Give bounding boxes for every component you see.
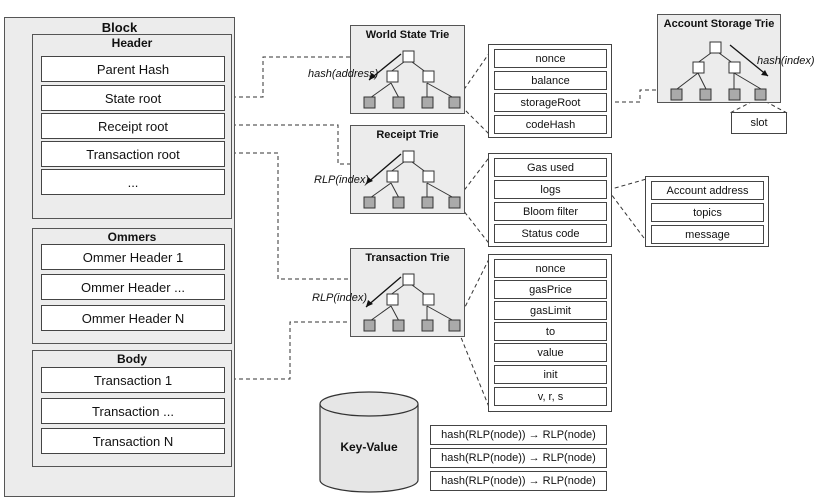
receipt-bloom-filter: Bloom filter: [494, 202, 607, 221]
transaction-root-connector: [225, 152, 400, 280]
log-message: message: [651, 225, 764, 244]
header-title: Header: [111, 36, 153, 50]
ommers-section: Ommers Ommer Header 1 Ommer Header ... O…: [32, 228, 232, 344]
kv-row-3: hash(RLP(node)) → RLP(node): [430, 471, 607, 491]
ommer-header-more: Ommer Header ...: [41, 274, 225, 300]
parent-hash-field: Parent Hash: [41, 56, 225, 82]
state-root-field: State root: [41, 85, 225, 111]
receipt-key-label: RLP(index): [314, 174, 370, 186]
transaction-tree-icon: [363, 273, 461, 332]
ommer-header-n: Ommer Header N: [41, 305, 225, 331]
state-root-connector: [225, 56, 365, 98]
log-fields-group: Account address topics message: [645, 176, 769, 247]
receipt-status-code: Status code: [494, 224, 607, 243]
slot-connector: [729, 97, 760, 114]
kv-row-1: hash(RLP(node)) → RLP(node): [430, 425, 607, 445]
account-code-hash: codeHash: [494, 115, 607, 134]
receipt-trie-title: Receipt Trie: [376, 129, 439, 141]
storage-slot: slot: [731, 112, 787, 134]
logs-connector: [607, 177, 651, 191]
tx-to: to: [494, 322, 607, 341]
transaction-1-field: Transaction 1: [41, 367, 225, 393]
tx-gas-limit: gasLimit: [494, 301, 607, 320]
transaction-root-field: Transaction root: [41, 141, 225, 167]
transaction-trie: Transaction Trie: [350, 248, 465, 337]
transaction-fields-group: nonce gasPrice gasLimit to value init v,…: [488, 254, 612, 412]
tx-gas-price: gasPrice: [494, 280, 607, 299]
kv-row-2: hash(RLP(node)) → RLP(node): [430, 448, 607, 468]
transaction-leaf-connector-2: [455, 324, 492, 413]
receipt-gas-used: Gas used: [494, 158, 607, 177]
world-state-tree-icon: [363, 50, 461, 109]
receipt-root-field: Receipt root: [41, 113, 225, 139]
transaction-key-label: RLP(index): [312, 292, 368, 304]
tx-value: value: [494, 343, 607, 362]
ommers-title: Ommers: [107, 230, 157, 244]
header-more-field: ...: [41, 169, 225, 195]
account-storage-key-label: hash(index): [757, 55, 815, 67]
tx-nonce: nonce: [494, 259, 607, 278]
block-title: Block: [101, 20, 138, 35]
logs-connector-2: [607, 189, 651, 247]
block-container: Block Header Parent Hash State root Rece…: [4, 17, 235, 497]
receipt-tree-icon: [363, 150, 461, 209]
transaction-leaf-connector: [455, 254, 492, 326]
log-topics: topics: [651, 203, 764, 222]
account-balance: balance: [494, 71, 607, 90]
world-state-trie-title: World State Trie: [365, 29, 450, 41]
account-fields-group: nonce balance storageRoot codeHash: [488, 44, 612, 138]
transaction-more-field: Transaction ...: [41, 398, 225, 424]
receipt-logs: logs: [494, 180, 607, 199]
body-title: Body: [117, 352, 147, 366]
tx-signature: v, r, s: [494, 387, 607, 406]
account-storage-trie-title: Account Storage Trie: [663, 18, 775, 30]
transaction-1-connector: [225, 321, 362, 380]
account-storage-root: storageRoot: [494, 93, 607, 112]
receipt-fields-group: Gas used logs Bloom filter Status code: [488, 153, 612, 247]
ommer-header-1: Ommer Header 1: [41, 244, 225, 270]
receipt-trie: Receipt Trie: [350, 125, 465, 214]
header-section: Header Parent Hash State root Receipt ro…: [32, 34, 232, 219]
account-storage-trie: Account Storage Trie: [657, 14, 781, 103]
slot-connector-2: [758, 97, 788, 114]
kv-store-title: Key-Value: [340, 440, 398, 454]
transaction-trie-title: Transaction Trie: [365, 252, 450, 264]
account-nonce: nonce: [494, 49, 607, 68]
log-account-address: Account address: [651, 181, 764, 200]
transaction-n-field: Transaction N: [41, 428, 225, 454]
world-state-trie: World State Trie: [350, 25, 465, 114]
tx-init: init: [494, 365, 607, 384]
storage-root-connector: [608, 89, 668, 103]
account-storage-tree-icon: [670, 41, 769, 101]
body-section: Body Transaction 1 Transaction ... Trans…: [32, 350, 232, 467]
world-state-key-label: hash(address): [308, 68, 379, 80]
